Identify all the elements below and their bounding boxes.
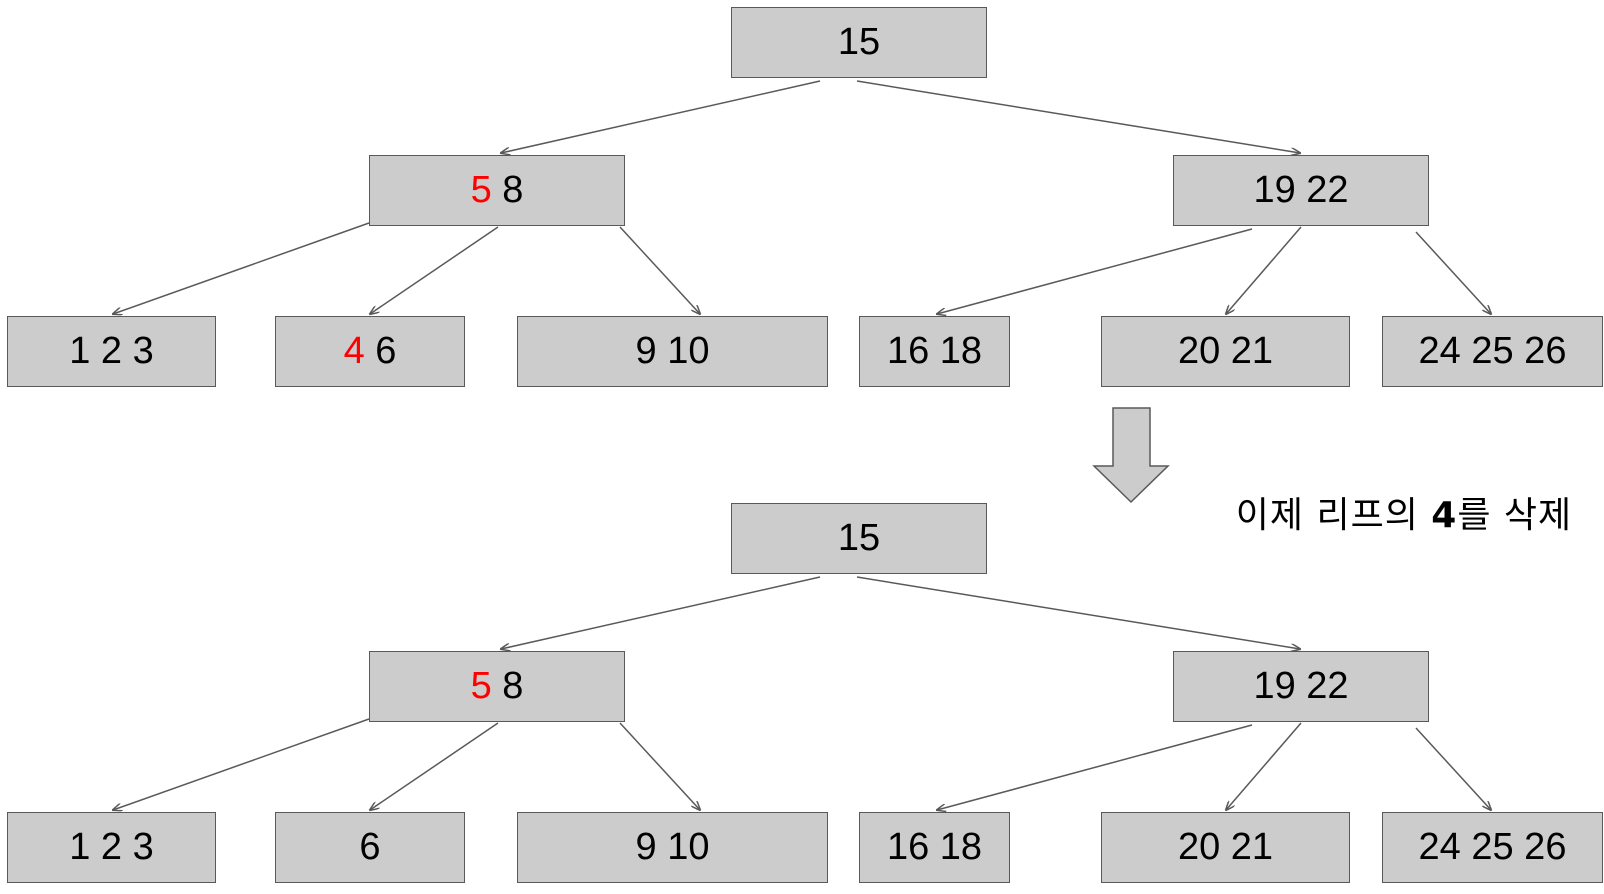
- before-tree-edge: [937, 228, 1253, 314]
- after-tree-edge: [1226, 722, 1302, 810]
- node-key: 8: [491, 665, 524, 707]
- after-leaf-node: 24 25 26: [1382, 812, 1603, 883]
- node-key: 6: [364, 330, 397, 372]
- after-tree-edge: [937, 724, 1253, 810]
- node-key: 15: [837, 517, 881, 559]
- node-key: 19 22: [1253, 169, 1349, 211]
- after-tree-edge: [113, 718, 370, 810]
- after-root-node: 15: [731, 503, 987, 574]
- after-tree-edge: [501, 576, 821, 649]
- before-tree-edge: [113, 222, 370, 314]
- caption-post: 를 삭제: [1457, 495, 1573, 536]
- before-tree-edge: [370, 226, 499, 314]
- before-leaf-node: 9 10: [517, 316, 828, 387]
- node-key: 24 25 26: [1418, 826, 1567, 868]
- after-tree-edge: [1415, 727, 1491, 810]
- node-key: 9 10: [635, 826, 710, 868]
- after-tree-edge: [619, 722, 700, 810]
- before-tree-edge: [501, 80, 821, 153]
- after-leaf-node: 1 2 3: [7, 812, 216, 883]
- node-key: 19 22: [1253, 665, 1349, 707]
- node-key: 20 21: [1177, 826, 1274, 868]
- node-key: 1 2 3: [69, 826, 154, 868]
- after-internal-right-node: 19 22: [1173, 651, 1429, 722]
- after-leaf-node: 16 18: [859, 812, 1010, 883]
- before-internal-left-node: 5 8: [369, 155, 625, 226]
- after-tree-edge: [370, 722, 499, 810]
- before-leaf-node: 4 6: [275, 316, 465, 387]
- transition-caption: 이제 리프의 4를 삭제: [1186, 441, 1572, 536]
- node-key: 20 21: [1177, 330, 1274, 372]
- node-key: 8: [491, 169, 524, 211]
- after-tree-edge: [856, 576, 1300, 649]
- node-key: 24 25 26: [1418, 330, 1567, 372]
- node-key: 15: [837, 21, 881, 63]
- before-leaf-node: 16 18: [859, 316, 1010, 387]
- node-key: 16 18: [886, 330, 983, 372]
- before-tree-edge: [1415, 231, 1491, 314]
- before-tree-edge: [856, 80, 1300, 153]
- before-leaf-node: 24 25 26: [1382, 316, 1603, 387]
- after-leaf-node: 6: [275, 812, 465, 883]
- after-internal-left-node: 5 8: [369, 651, 625, 722]
- caption-number: 4: [1431, 495, 1458, 536]
- after-leaf-node: 20 21: [1101, 812, 1350, 883]
- after-leaf-node: 9 10: [517, 812, 828, 883]
- highlighted-key: 5: [470, 169, 492, 211]
- highlighted-key: 4: [343, 330, 365, 372]
- before-tree-edge: [1226, 226, 1302, 314]
- node-key: 16 18: [886, 826, 983, 868]
- node-key: 1 2 3: [69, 330, 154, 372]
- node-key: 6: [359, 826, 381, 868]
- down-arrow-icon: [1092, 407, 1170, 504]
- before-leaf-node: 1 2 3: [7, 316, 216, 387]
- before-root-node: 15: [731, 7, 987, 78]
- before-tree-edge: [619, 226, 700, 314]
- highlighted-key: 5: [470, 665, 492, 707]
- caption-pre: 이제 리프의: [1235, 495, 1432, 536]
- before-internal-right-node: 19 22: [1173, 155, 1429, 226]
- node-key: 9 10: [635, 330, 710, 372]
- before-leaf-node: 20 21: [1101, 316, 1350, 387]
